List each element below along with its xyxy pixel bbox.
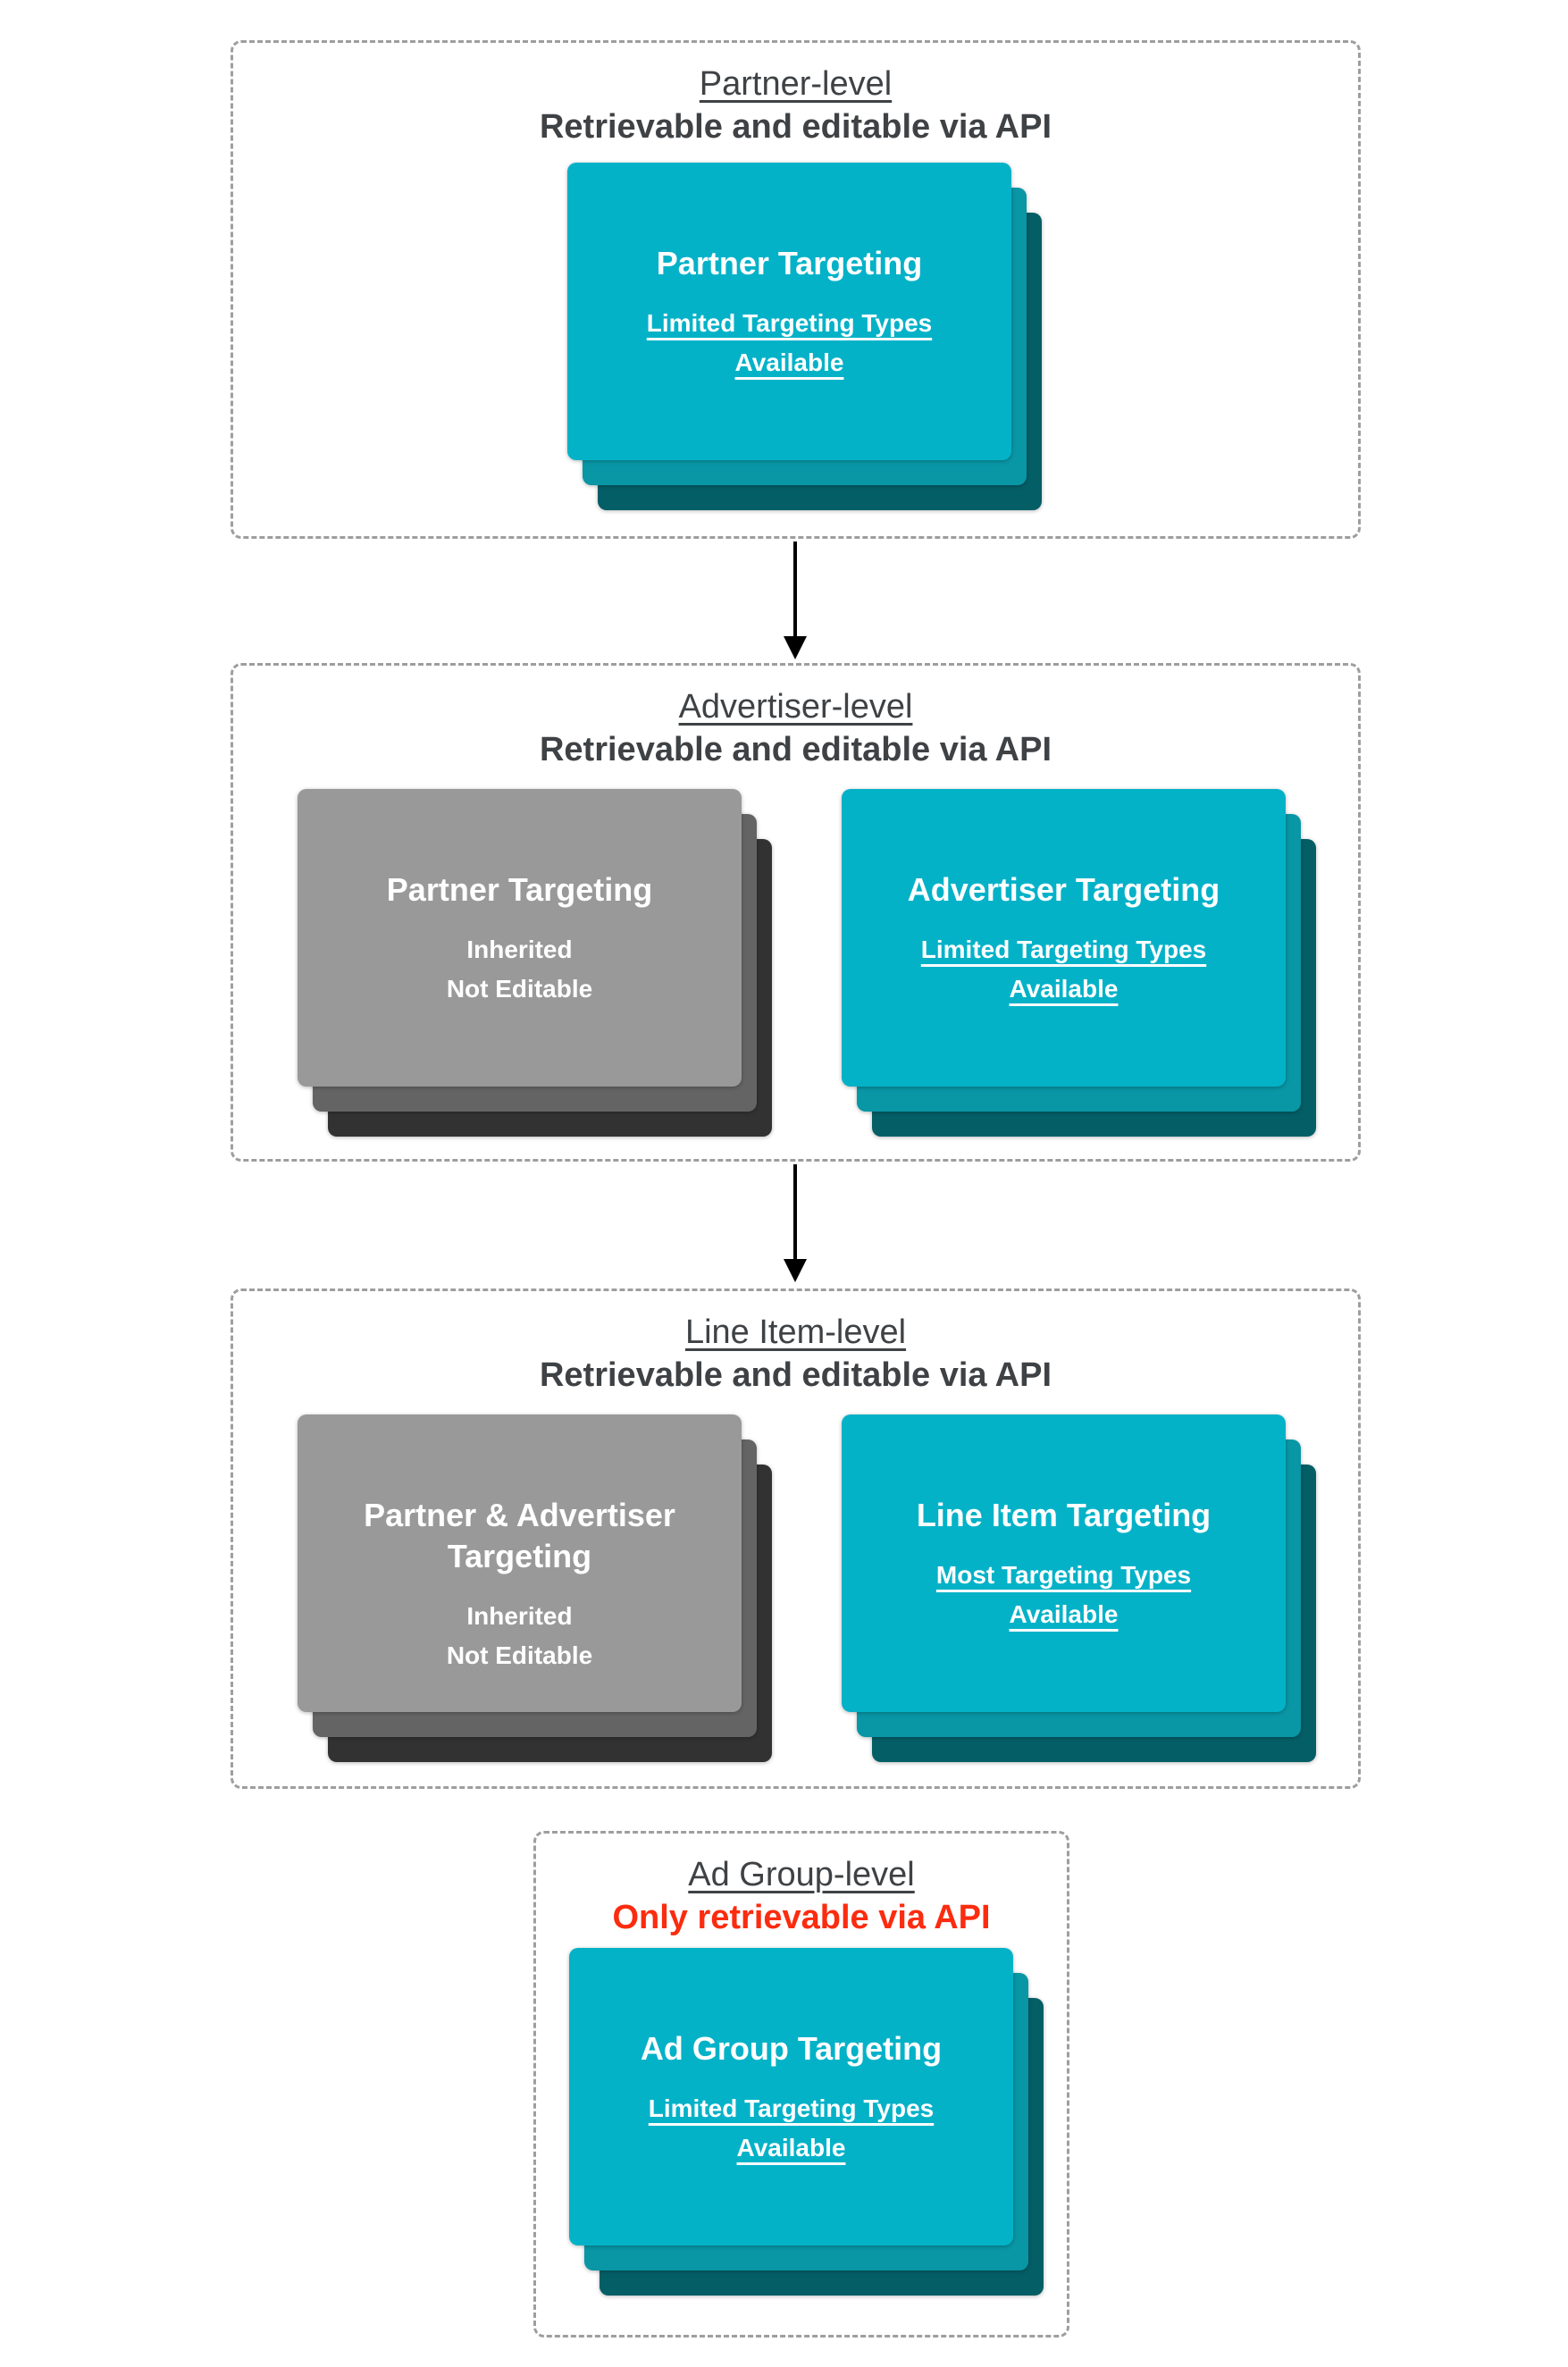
section-advertiser-subtitle: Retrievable and editable via API <box>539 731 1052 768</box>
card-body-line: Limited Targeting Types <box>648 2094 935 2122</box>
section-advertiser-title: Advertiser-level <box>678 688 913 726</box>
section-lineitem-title: Line Item-level <box>684 1314 907 1351</box>
card-body: Inherited Not Editable <box>315 930 724 1009</box>
card-stack-ad-group-targeting: Ad Group Targeting Limited Targeting Typ… <box>569 1948 1044 2296</box>
section-advertiser-header: Advertiser-level Retrievable and editabl… <box>233 666 1358 771</box>
section-partner-level: Partner-level Retrievable and editable v… <box>231 40 1361 539</box>
arrow-shaft <box>793 1164 797 1261</box>
card-body-line: Available <box>1009 1600 1119 1628</box>
card-stack-advertiser-targeting: Advertiser Targeting Limited Targeting T… <box>842 789 1316 1137</box>
card-stack-inherited-partner-advertiser-targeting: Partner & Advertiser Targeting Inherited… <box>298 1414 772 1762</box>
section-advertiser-level: Advertiser-level Retrievable and editabl… <box>231 663 1361 1162</box>
section-lineitem-header: Line Item-level Retrievable and editable… <box>233 1291 1358 1397</box>
section-lineitem-subtitle: Retrievable and editable via API <box>539 1356 1052 1394</box>
card-title: Line Item Targeting <box>916 1497 1212 1533</box>
card-partner-targeting: Partner Targeting Limited Targeting Type… <box>567 163 1011 460</box>
card-body: Limited Targeting Types Available <box>587 2089 995 2168</box>
arrow-head-icon <box>784 636 807 659</box>
card-title: Partner & Advertiser Targeting <box>364 1497 675 1574</box>
section-adgroup-title: Ad Group-level <box>688 1856 915 1893</box>
card-ad-group-targeting: Ad Group Targeting Limited Targeting Typ… <box>569 1948 1013 2245</box>
section-adgroup-subtitle: Only retrievable via API <box>612 1899 991 1936</box>
card-body-line: Most Targeting Types <box>935 1561 1192 1589</box>
card-inherited-partner-targeting: Partner Targeting Inherited Not Editable <box>298 789 742 1087</box>
card-body-line: Not Editable <box>446 975 593 1003</box>
card-title: Partner Targeting <box>386 871 653 908</box>
card-body-line: Available <box>736 2134 846 2161</box>
section-partner-subtitle: Retrievable and editable via API <box>539 108 1052 146</box>
card-body-line: Inherited <box>466 936 573 963</box>
card-stack-partner-targeting: Partner Targeting Limited Targeting Type… <box>567 163 1042 510</box>
card-line-item-targeting: Line Item Targeting Most Targeting Types… <box>842 1414 1286 1712</box>
section-partner-header: Partner-level Retrievable and editable v… <box>233 43 1358 148</box>
section-ad-group-level: Ad Group-level Only retrievable via API … <box>533 1831 1069 2338</box>
card-body-line: Limited Targeting Types <box>920 936 1207 963</box>
card-stack-line-item-targeting: Line Item Targeting Most Targeting Types… <box>842 1414 1316 1762</box>
arrow-shaft <box>793 541 797 638</box>
card-body-line: Limited Targeting Types <box>646 309 933 337</box>
card-body: Limited Targeting Types Available <box>859 930 1268 1009</box>
card-body-line: Available <box>1009 975 1119 1003</box>
card-body: Most Targeting Types Available <box>859 1556 1268 1634</box>
card-body-line: Available <box>734 348 844 376</box>
section-partner-title: Partner-level <box>699 65 893 103</box>
arrow-head-icon <box>784 1259 807 1282</box>
section-adgroup-header: Ad Group-level Only retrievable via API <box>536 1834 1067 1939</box>
card-title: Advertiser Targeting <box>907 871 1220 908</box>
card-body: Inherited Not Editable <box>315 1597 724 1675</box>
card-stack-inherited-partner-targeting: Partner Targeting Inherited Not Editable <box>298 789 772 1137</box>
card-body-line: Not Editable <box>446 1641 593 1669</box>
card-inherited-partner-advertiser-targeting: Partner & Advertiser Targeting Inherited… <box>298 1414 742 1712</box>
section-line-item-level: Line Item-level Retrievable and editable… <box>231 1288 1361 1789</box>
card-advertiser-targeting: Advertiser Targeting Limited Targeting T… <box>842 789 1286 1087</box>
card-body: Limited Targeting Types Available <box>585 304 994 382</box>
card-title: Ad Group Targeting <box>640 2030 943 2067</box>
card-body-line: Inherited <box>466 1602 573 1630</box>
card-title: Partner Targeting <box>656 245 923 281</box>
